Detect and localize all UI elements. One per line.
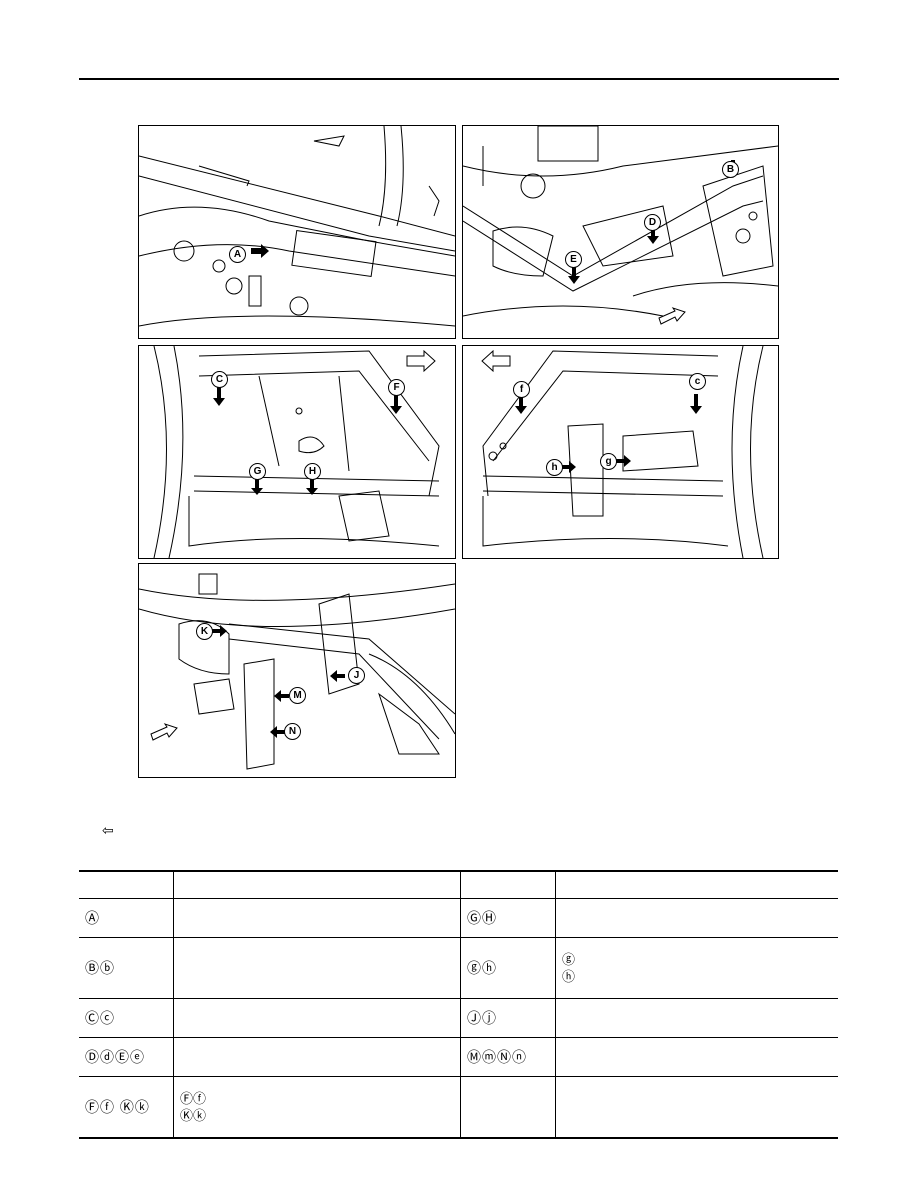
sub-symbol: ⓗ <box>562 969 576 984</box>
sub-symbol: Ⓚⓚ <box>180 1107 207 1123</box>
callout-H: H <box>304 463 321 480</box>
description-cell <box>173 937 461 999</box>
symbol-cell: Ⓕⓕ Ⓚⓚ <box>79 1076 174 1139</box>
diagram-panel-2: B D E <box>462 125 779 339</box>
table-row: Ⓒⓒ Ⓙⓙ <box>79 998 838 1038</box>
description-cell: Ⓕⓕ Ⓚⓚ <box>173 1076 461 1139</box>
table-header-row <box>79 870 838 899</box>
header-rule <box>79 78 839 80</box>
callout-G: G <box>249 463 266 480</box>
symbol-cell <box>460 1076 556 1139</box>
description-cell <box>173 898 461 938</box>
panel-5-drawing <box>139 573 455 770</box>
table-row: Ⓕⓕ Ⓚⓚ Ⓕⓕ Ⓚⓚ <box>79 1076 838 1139</box>
table-row: ⒹⓓⒺⓔ ⓂⓜⓃⓝ <box>79 1037 838 1077</box>
callout-N: N <box>284 723 301 740</box>
description-cell <box>555 1076 838 1139</box>
callout-F: F <box>388 379 405 396</box>
symbol-cell: ⓂⓜⓃⓝ <box>460 1037 556 1077</box>
symbol-cell: Ⓑⓑ <box>79 937 174 999</box>
diagram-panel-1: A <box>138 125 456 339</box>
vehicle-front-arrow-icon: ⇦ <box>102 822 114 838</box>
panel-2-drawing <box>463 126 778 325</box>
symbol-cell: ⓖⓗ <box>460 937 556 999</box>
description-cell: ⓖ ⓗ <box>555 937 838 999</box>
sub-symbol: ⓖ <box>562 952 576 967</box>
description-cell <box>173 998 461 1038</box>
callout-M: M <box>289 687 306 704</box>
callout-c: c <box>689 373 706 390</box>
callout-J: J <box>348 667 365 684</box>
callout-K: K <box>196 623 213 640</box>
panel-3-drawing <box>153 346 440 558</box>
legend-table: Ⓐ ⒼⒽ Ⓑⓑ ⓖⓗ ⓖ ⓗ Ⓒⓒ Ⓙⓙ ⒹⓓⒺⓔ ⓂⓜⓃⓝ Ⓕⓕ Ⓚⓚ Ⓕⓕ … <box>79 870 838 1139</box>
callout-h: h <box>546 459 563 476</box>
table-row: Ⓐ ⒼⒽ <box>79 898 838 938</box>
panel-4-drawing <box>481 346 764 558</box>
description-cell <box>555 998 838 1038</box>
diagram-panel-5: K J M N <box>138 563 456 778</box>
symbol-cell: Ⓐ <box>79 898 174 938</box>
diagram-panel-4: f c h g <box>462 345 779 559</box>
callout-E: E <box>565 251 582 268</box>
description-cell <box>555 898 838 938</box>
diagram-panel-3: C F G H <box>138 345 456 559</box>
description-cell <box>173 1037 461 1077</box>
callout-B: B <box>722 161 739 178</box>
table-row: Ⓑⓑ ⓖⓗ ⓖ ⓗ <box>79 937 838 999</box>
callout-C: C <box>211 371 228 388</box>
callout-f: f <box>513 381 530 398</box>
symbol-cell: Ⓒⓒ <box>79 998 174 1038</box>
symbol-cell: Ⓙⓙ <box>460 998 556 1038</box>
callout-D: D <box>644 214 661 231</box>
panel-1-drawing <box>139 126 455 327</box>
callout-g: g <box>600 453 617 470</box>
description-cell <box>555 1037 838 1077</box>
symbol-cell: ⒹⓓⒺⓔ <box>79 1037 174 1077</box>
sub-symbol: Ⓕⓕ <box>180 1090 207 1106</box>
callout-A: A <box>229 246 246 263</box>
symbol-cell: ⒼⒽ <box>460 898 556 938</box>
